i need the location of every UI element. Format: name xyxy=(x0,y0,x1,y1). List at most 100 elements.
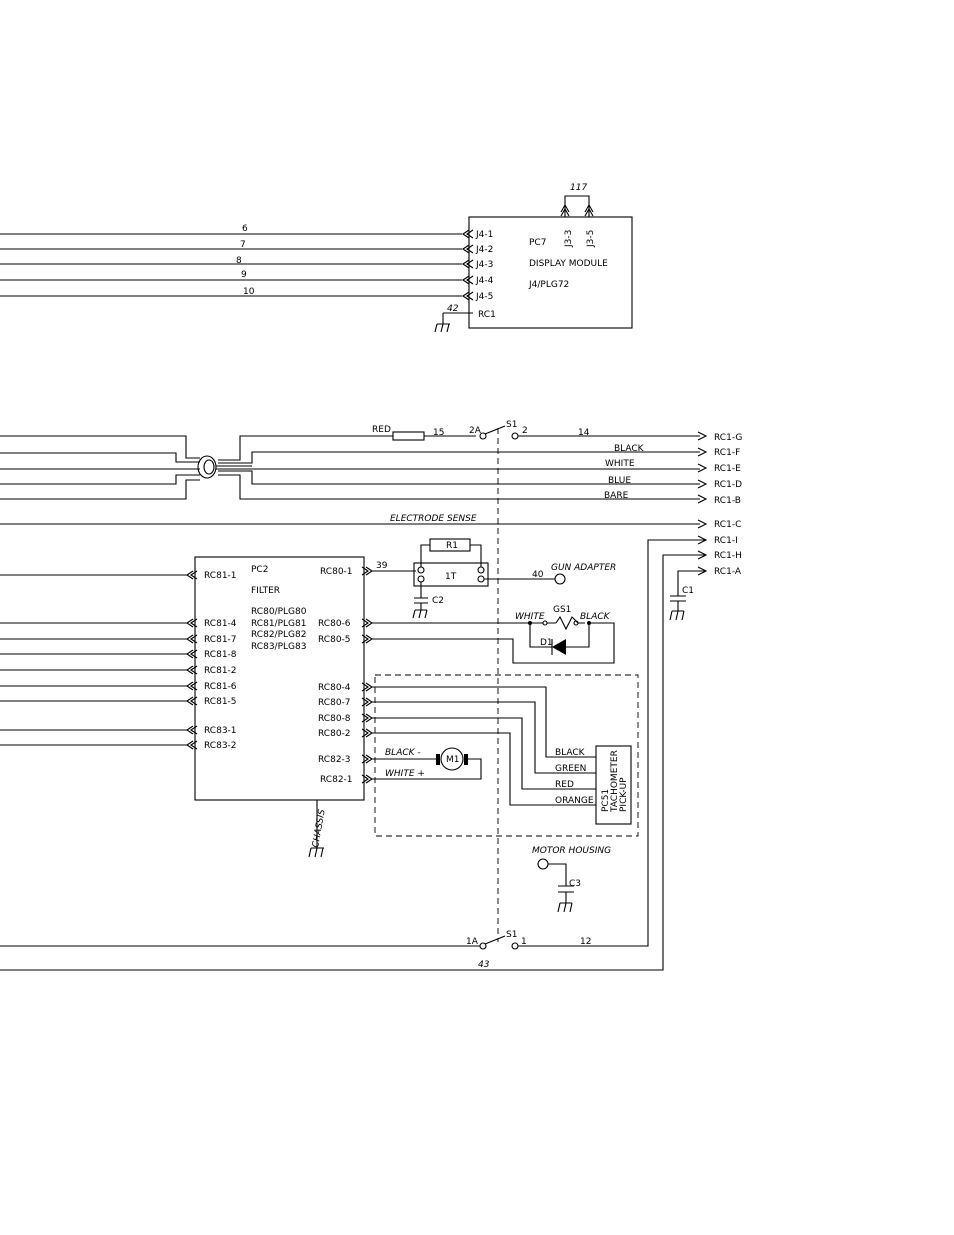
chassis-label: CHASSIS xyxy=(311,808,328,848)
wire-number-7: 7 xyxy=(240,240,246,250)
wire-number-12: 12 xyxy=(580,937,591,947)
motor-terminal-left xyxy=(436,754,440,765)
display-module-section: 6 7 8 9 10 J4-1 J4-2 J4-3 J4-4 J4-5 PC7 … xyxy=(0,183,633,333)
wire-number-9: 9 xyxy=(241,270,247,280)
pin-rc1-i: RC1-I xyxy=(714,536,738,546)
transformer-1t-box xyxy=(413,562,489,587)
pin-rc82-1: RC82-1 xyxy=(320,775,353,785)
motor-terminal-right xyxy=(464,754,468,765)
tach-color-orange: ORANGE xyxy=(555,796,594,806)
motor-black-minus: BLACK - xyxy=(385,748,421,758)
pin-j4-1: J4-1 xyxy=(475,230,493,240)
display-ground-pin: RC1 xyxy=(478,310,496,320)
pin-rc1-a: RC1-A xyxy=(714,567,742,577)
pin-rc83-1: RC83-1 xyxy=(204,726,237,736)
display-connector-label: J4/PLG72 xyxy=(528,280,569,290)
tach-color-red: RED xyxy=(555,780,574,790)
display-pc-label: PC7 xyxy=(529,238,546,248)
gs1-white-label: WHITE xyxy=(515,612,545,622)
switch-terminal-1: 1 xyxy=(521,937,527,947)
tach-pc51: PC51 xyxy=(601,789,611,812)
pin-rc1-f: RC1-F xyxy=(714,448,740,458)
plug-rc83: RC83/PLG83 xyxy=(251,642,306,652)
motor-housing-boundary xyxy=(374,674,639,837)
pin-j4-5: J4-5 xyxy=(475,292,493,302)
pin-rc1-e: RC1-E xyxy=(714,464,741,474)
switch-terminal-1a: 1A xyxy=(466,937,479,947)
wire-number-15: 15 xyxy=(433,428,444,438)
red-wire-resistor xyxy=(392,431,425,441)
ferrite-core-icon xyxy=(197,455,217,479)
plug-rc80: RC80/PLG80 xyxy=(251,607,307,617)
gun-adapter-label: GUN ADAPTER xyxy=(551,563,616,573)
switch-terminal-2a: 2A xyxy=(469,426,482,436)
wire-number-8: 8 xyxy=(236,256,242,266)
motor-m1-label: M1 xyxy=(446,755,460,765)
tach-label-2: PICK-UP xyxy=(619,777,629,812)
electrode-sense-label: ELECTRODE SENSE xyxy=(390,514,477,524)
color-black: BLACK xyxy=(614,444,645,454)
pin-j3-5: J3-5 xyxy=(586,230,596,248)
plug-rc82: RC82/PLG82 xyxy=(251,630,306,640)
motor-housing-label: MOTOR HOUSING xyxy=(532,846,611,856)
display-module-box xyxy=(468,216,633,329)
pin-rc81-1: RC81-1 xyxy=(204,571,237,581)
filter-box xyxy=(194,556,365,801)
diode-d1-label: D1 xyxy=(540,638,553,648)
gun-adapter-terminal xyxy=(554,573,566,585)
capacitor-c1-label: C1 xyxy=(682,586,694,596)
transformer-1t-label: 1T xyxy=(445,572,457,582)
color-bare: BARE xyxy=(604,491,629,501)
motor-white-plus: WHITE + xyxy=(385,769,425,779)
motor-section: BLACK GREEN RED ORANGE PC51 TACHOMETER P… xyxy=(372,674,639,913)
gun-cable-section: RED 15 2A S1 2 14 BLACK WHITE BLUE BARE … xyxy=(0,420,742,971)
pin-rc81-7: RC81-7 xyxy=(204,635,237,645)
pin-rc1-d: RC1-D xyxy=(714,480,742,490)
resistor-r1 xyxy=(429,538,471,552)
red-wire-label: RED xyxy=(372,425,391,435)
pin-rc80-6: RC80-6 xyxy=(318,619,351,629)
capacitor-c2-label: C2 xyxy=(432,596,444,606)
pin-rc1-c: RC1-C xyxy=(714,520,741,530)
tach-label-1: TACHOMETER xyxy=(610,750,620,813)
pin-rc1-g: RC1-G xyxy=(714,433,742,443)
diode-d1-icon xyxy=(551,639,566,655)
bottom-switch-section: 1A S1 1 12 43 xyxy=(0,930,591,970)
pin-j4-2: J4-2 xyxy=(475,245,493,255)
tachometer-pickup-box xyxy=(595,745,632,825)
pin-rc81-4: RC81-4 xyxy=(204,619,237,629)
switch-s1-top xyxy=(479,425,519,440)
color-white: WHITE xyxy=(605,459,635,469)
pin-rc80-2: RC80-2 xyxy=(318,729,351,739)
tach-color-black: BLACK xyxy=(555,748,586,758)
switch-s1-label: S1 xyxy=(506,420,517,430)
filter-pc-label: PC2 xyxy=(251,565,268,575)
filter-pc2-section: PC2 FILTER RC80/PLG80 RC81/PLG81 RC82/PL… xyxy=(0,556,373,858)
wire-number-14: 14 xyxy=(578,428,590,438)
pin-rc82-3: RC82-3 xyxy=(318,755,351,765)
wire-number-40: 40 xyxy=(532,570,544,580)
pin-rc80-8: RC80-8 xyxy=(318,714,351,724)
pin-rc1-h: RC1-H xyxy=(714,551,742,561)
motor-housing-terminal xyxy=(537,858,549,870)
capacitor-c3-label: C3 xyxy=(569,879,581,889)
wire-number-10: 10 xyxy=(243,287,255,297)
gs1-element xyxy=(555,615,579,631)
gs1-section: WHITE GS1 BLACK D1 xyxy=(372,605,615,664)
chassis-ground-icon xyxy=(434,313,450,333)
pin-j3-3: J3-3 xyxy=(564,230,574,248)
motor-m1-icon xyxy=(440,747,464,771)
plug-rc81: RC81/PLG81 xyxy=(251,619,306,629)
pin-rc81-8: RC81-8 xyxy=(204,650,237,660)
pin-rc81-5: RC81-5 xyxy=(204,697,237,707)
resistor-r1-label: R1 xyxy=(446,541,458,551)
gs1-label: GS1 xyxy=(553,605,571,615)
tach-color-green: GREEN xyxy=(555,764,586,774)
display-module-name: DISPLAY MODULE xyxy=(529,259,608,269)
pin-j4-4: J4-4 xyxy=(475,276,494,286)
pin-rc81-6: RC81-6 xyxy=(204,682,237,692)
gun-adapter-section: 39 1T R1 C2 40 GUN ADAPTER xyxy=(372,538,616,619)
switch-s1-bottom-label: S1 xyxy=(506,930,517,940)
wire-number-6: 6 xyxy=(242,224,248,234)
